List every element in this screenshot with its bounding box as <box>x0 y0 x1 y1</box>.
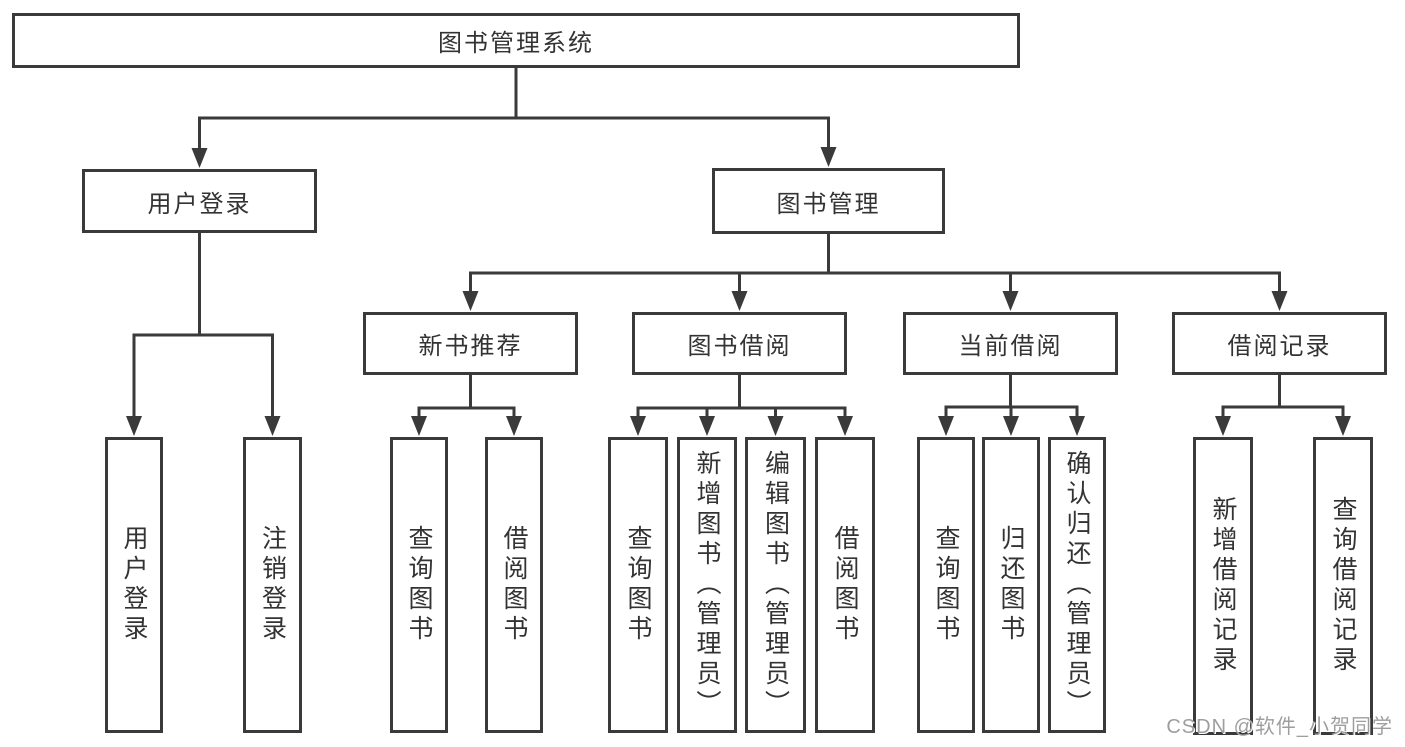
arrowhead-icon <box>767 416 784 436</box>
node-leaf-return-books: 归还图书 <box>982 437 1040 733</box>
node-label: 借阅记录 <box>1227 333 1332 360</box>
node-label: 查询图书 <box>405 525 433 645</box>
node-label: 查询图书 <box>932 525 960 645</box>
connector-path <box>944 373 1079 425</box>
connector-path <box>469 232 1281 300</box>
node-label: 用户登录 <box>120 525 148 645</box>
node-leaf-add-books: 新增图书（管理员） <box>677 437 737 733</box>
node-leaf-query-books-b: 查询图书 <box>608 437 668 733</box>
node-label: 归还图书 <box>997 525 1025 645</box>
node-leaf-borrow-books-b: 借阅图书 <box>815 437 875 733</box>
arrowhead-icon <box>699 416 715 436</box>
node-leaf-query-borrow-record: 查询借阅记录 <box>1313 437 1373 735</box>
arrowhead-icon <box>1215 416 1231 436</box>
arrowhead-icon <box>462 291 479 311</box>
connector-path <box>636 373 847 425</box>
arrowhead-icon <box>191 148 208 168</box>
node-label: 编辑图书（管理员） <box>761 450 790 720</box>
arrowhead-icon <box>1003 416 1019 436</box>
node-label: 借阅图书 <box>500 525 528 645</box>
arrowhead-icon <box>731 291 748 311</box>
node-leaf-confirm-return: 确认归还（管理员） <box>1048 437 1106 733</box>
arrowhead-icon <box>837 416 853 436</box>
arrowhead-icon <box>1271 291 1288 311</box>
node-book-management: 图书管理 <box>712 168 945 234</box>
node-new-book-recommend: 新书推荐 <box>363 312 578 375</box>
arrowhead-icon <box>411 416 427 436</box>
node-label: 图书管理系统 <box>438 30 594 57</box>
connector-path <box>417 373 516 425</box>
node-label: 注销登录 <box>258 525 287 645</box>
node-leaf-edit-books: 编辑图书（管理员） <box>745 437 806 733</box>
node-leaf-add-borrow-record: 新增借阅记录 <box>1193 437 1253 735</box>
arrowhead-icon <box>938 416 954 436</box>
node-leaf-query-books-a: 查询图书 <box>390 437 448 733</box>
arrowhead-icon <box>630 416 646 436</box>
csdn-watermark: CSDN @软件_小贺同学 <box>1166 716 1393 738</box>
node-root: 图书管理系统 <box>12 13 1020 68</box>
node-leaf-user-login: 用户登录 <box>105 437 163 733</box>
arrowhead-icon <box>1335 416 1351 436</box>
connector-path <box>198 66 830 157</box>
node-label: 当前借阅 <box>958 333 1063 360</box>
node-book-borrowing: 图书借阅 <box>632 312 847 375</box>
node-label: 查询借阅记录 <box>1329 496 1357 676</box>
connector-path <box>1221 373 1345 425</box>
node-label: 图书管理 <box>776 190 881 218</box>
node-label: 查询图书 <box>624 525 652 645</box>
arrowhead-icon <box>506 416 522 436</box>
arrowhead-icon <box>1002 291 1019 311</box>
arrowhead-icon <box>126 416 142 436</box>
node-label: 用户登录 <box>147 190 252 218</box>
arrowhead-icon <box>264 416 281 436</box>
node-label: 新书推荐 <box>418 333 523 360</box>
connector-path <box>132 231 274 425</box>
node-label: 借阅图书 <box>831 525 859 645</box>
node-leaf-borrow-books-a: 借阅图书 <box>485 437 543 733</box>
node-leaf-query-books-c: 查询图书 <box>917 437 975 733</box>
node-leaf-logout: 注销登录 <box>243 437 302 733</box>
node-label: 新增图书（管理员） <box>693 450 721 720</box>
node-label: 确认归还（管理员） <box>1063 450 1091 720</box>
node-label: 新增借阅记录 <box>1209 496 1237 676</box>
node-user-login: 用户登录 <box>82 169 317 233</box>
node-borrowing-records: 借阅记录 <box>1172 312 1387 375</box>
arrowhead-icon <box>820 147 837 167</box>
node-label: 图书借阅 <box>687 333 792 360</box>
arrowhead-icon <box>1069 416 1085 436</box>
node-current-borrowing: 当前借阅 <box>903 312 1118 375</box>
